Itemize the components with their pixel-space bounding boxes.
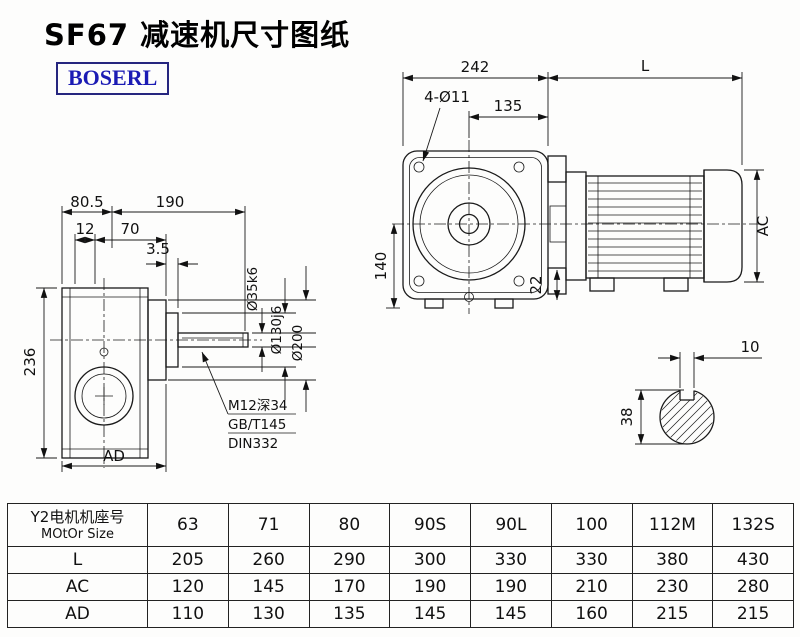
motor-size-header: Y2电机机座号 MOtOr Size [7,503,148,547]
dim-label-236: 236 [21,348,39,377]
note-standard-1: GB/T145 [228,417,286,433]
dim-label-l: L [641,57,650,75]
ac-cell: 120 [147,573,229,601]
l-cell: 380 [631,546,714,574]
ad-cell: 215 [631,600,714,628]
l-cell: 300 [389,546,471,574]
ad-cell: 145 [470,600,552,628]
dia-label-shaft: Ø35k6 [245,267,261,311]
motor-size-cell: 90L [470,503,552,547]
l-cell: 430 [712,546,794,574]
front-view: 242 L 4-Ø11 135 140 22 AC [372,57,772,314]
l-cell: 330 [550,546,633,574]
brand-logo: BOSERL [56,62,170,95]
l-cell: 290 [308,546,391,574]
dim-label-ad: AD [103,447,125,465]
dim-label-38: 38 [618,407,636,426]
ac-cell: 145 [227,573,310,601]
l-cell: 330 [470,546,552,574]
ad-cell: 160 [550,600,633,628]
motor-size-cell: 80 [308,503,391,547]
ac-cell: 190 [470,573,552,601]
l-cell: 205 [147,546,229,574]
ad-row-label: AD [7,600,148,628]
ac-cell: 190 [389,573,471,601]
dim-label-140: 140 [372,252,390,281]
motor-size-label-en: MOtOr Size [41,526,114,542]
dim-label-190: 190 [156,193,185,211]
shaft-section-view: 10 38 [618,338,762,445]
dim-label-70: 70 [120,220,139,238]
ad-cell: 130 [227,600,310,628]
ad-row: AD 110 130 135 145 145 160 215 215 [7,600,794,628]
dim-label-80-5: 80.5 [70,193,103,211]
ac-cell: 210 [550,573,633,601]
dia-label-spigot: Ø130j6 [269,306,285,355]
note-standard-2: DIN332 [228,436,278,452]
motor-size-cell: 100 [550,503,633,547]
dim-label-242: 242 [461,58,490,76]
ac-row: AC 120 145 170 190 190 210 230 280 [7,573,794,601]
l-row-label: L [7,546,148,574]
dim-label-10: 10 [740,338,759,356]
ad-cell: 135 [308,600,391,628]
ad-cell: 145 [389,600,471,628]
motor-size-row: Y2电机机座号 MOtOr Size 63 71 80 90S 90L 100 … [7,503,794,547]
ad-cell: 110 [147,600,229,628]
note-tapped-hole: M12深34 [228,398,288,414]
dia-label-flange: Ø200 [290,325,306,361]
motor-size-cell: 112M [631,503,714,547]
motor-size-cell: 63 [147,503,229,547]
ad-cell: 215 [712,600,794,628]
motor-size-cell: 132S [712,503,794,547]
motor-size-label-cn: Y2电机机座号 [30,507,125,526]
ac-cell: 230 [631,573,714,601]
l-cell: 260 [227,546,310,574]
dim-label-22: 22 [527,275,545,294]
ac-cell: 280 [712,573,794,601]
side-view: 80.5 190 12 70 3.5 236 AD [21,193,316,472]
holes-callout: 4-Ø11 [424,88,470,106]
dim-label-135: 135 [494,97,523,115]
dimension-table: Y2电机机座号 MOtOr Size 63 71 80 90S 90L 100 … [7,503,794,628]
dim-label-ac: AC [754,216,772,236]
technical-drawing: 80.5 190 12 70 3.5 236 AD [21,57,772,472]
ac-row-label: AC [7,573,148,601]
dim-label-12: 12 [75,220,94,238]
l-row: L 205 260 290 300 330 330 380 430 [7,546,794,574]
dim-label-3-5: 3.5 [146,240,170,258]
motor-size-cell: 90S [389,503,471,547]
page-title: SF67 减速机尺寸图纸 [44,18,351,52]
motor-size-cell: 71 [227,503,310,547]
ac-cell: 170 [308,573,391,601]
